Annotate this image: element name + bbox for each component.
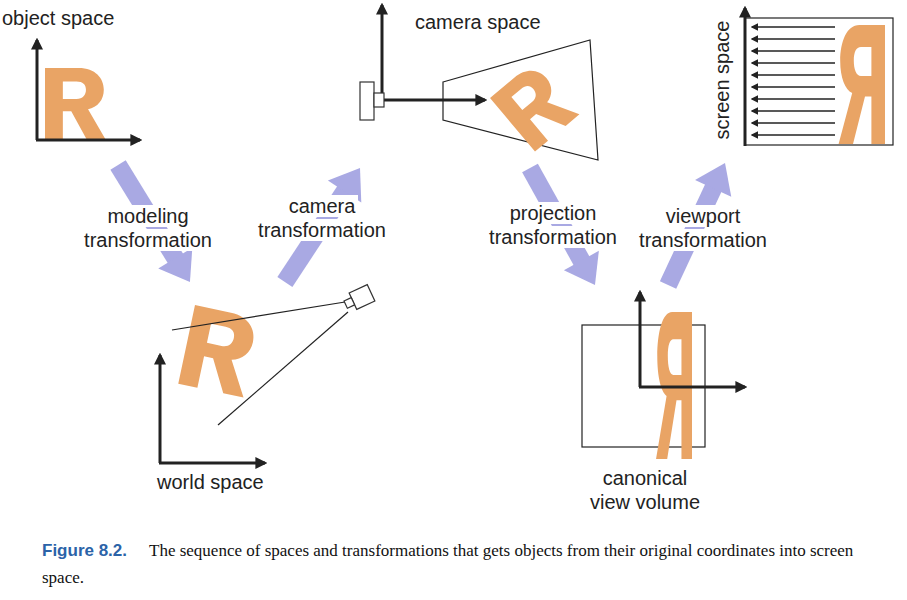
axis — [381, 5, 384, 100]
scanline — [752, 74, 835, 76]
space-region: camera space — [350, 0, 600, 168]
transform-label: modeling transformation — [81, 205, 215, 251]
world-space-figure — [159, 285, 375, 463]
letter-shape — [45, 68, 106, 140]
transform-label-box: projection transformation — [478, 201, 628, 249]
transform-label-box: modeling transformation — [73, 204, 223, 252]
scanline — [752, 122, 835, 124]
scanline — [752, 134, 835, 136]
space-region: object space — [0, 0, 150, 165]
canonical-volume-figure — [582, 292, 745, 459]
object-space-figure — [36, 40, 140, 140]
view-line — [218, 312, 348, 425]
axis — [36, 139, 140, 142]
space-label: screen space — [710, 21, 734, 140]
scanline — [752, 62, 835, 64]
arrow-head — [695, 163, 731, 197]
scanline — [752, 86, 835, 88]
camera-space-figure — [360, 5, 598, 160]
space-region: canonical view volume — [575, 285, 755, 520]
screen-space-figure — [745, 8, 893, 146]
space-label: canonical view volume — [586, 466, 704, 514]
view-line — [172, 302, 345, 330]
letter-shape — [178, 305, 260, 398]
camera-icon — [360, 82, 384, 120]
scanline — [752, 38, 835, 40]
scanline — [752, 98, 835, 100]
figure-number: Figure 8.2. — [42, 541, 127, 560]
axis — [639, 292, 642, 387]
axis — [159, 462, 265, 465]
screen-box — [745, 18, 893, 145]
space-region: world space — [150, 282, 385, 500]
axis — [36, 40, 39, 140]
space-label: world space — [157, 470, 264, 494]
camera-icon — [342, 285, 375, 313]
space-label: object space — [2, 6, 114, 30]
transform-label-box: camera transformation — [247, 194, 397, 242]
scanline — [752, 110, 835, 112]
space-region: screen space — [700, 5, 900, 163]
axis — [744, 8, 747, 146]
axis — [159, 355, 162, 463]
scanline — [752, 50, 835, 52]
letter-shape — [490, 61, 579, 152]
scanline — [752, 26, 835, 28]
axis — [381, 99, 485, 102]
transform-label: camera transformation — [255, 195, 389, 241]
transform-label-box: viewport transformation — [628, 204, 778, 252]
transform-label: projection transformation — [486, 202, 620, 248]
axis — [639, 386, 745, 389]
figure-caption: The sequence of spaces and transformatio… — [42, 541, 853, 587]
caption-block: Figure 8.2.The sequence of spaces and tr… — [42, 537, 894, 591]
transform-label: viewport transformation — [636, 205, 770, 251]
arrow-head — [564, 251, 599, 285]
arrow-head — [158, 248, 192, 282]
letter-shape — [839, 25, 885, 144]
scanlines — [752, 27, 835, 135]
space-label: camera space — [415, 10, 541, 34]
